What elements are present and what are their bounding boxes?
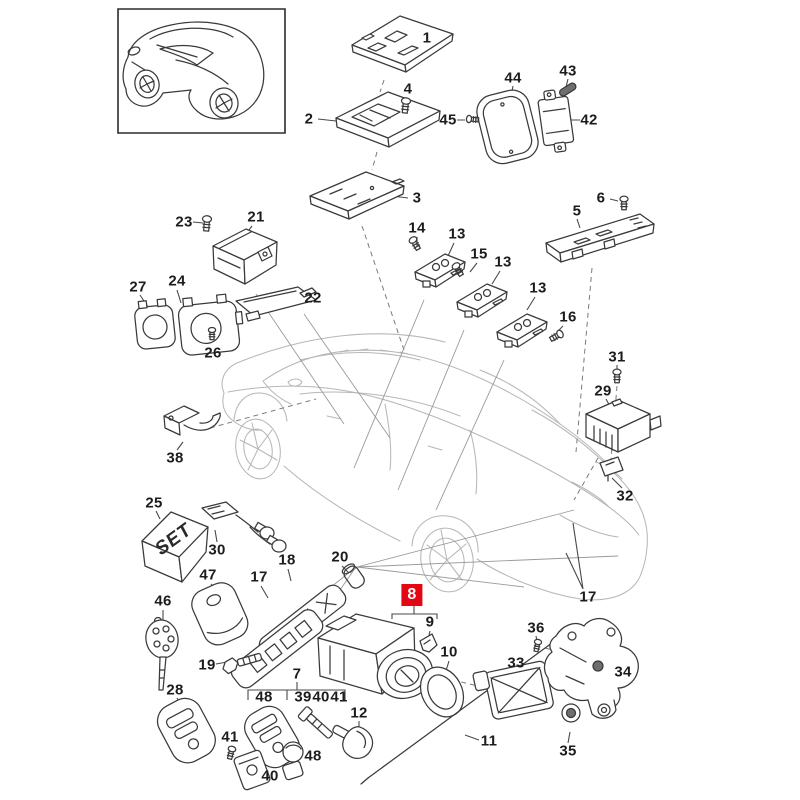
part-47-key-card [187, 578, 253, 650]
part-13-door-module [456, 283, 508, 318]
part-23-screw [201, 214, 213, 232]
part-14-screw [407, 234, 423, 252]
part-35-grommet [562, 704, 580, 722]
part-40-emergency-key [233, 749, 271, 791]
part-19-bolt [221, 650, 263, 674]
part-2-mounting-frame [336, 92, 440, 147]
part-42-module [537, 88, 575, 154]
car-thumbnail [123, 22, 264, 120]
part-39-40-41-pin [298, 706, 336, 742]
inset-box [118, 9, 285, 133]
part-3-bracket-plate [310, 172, 404, 219]
part-30-sensor-cable [202, 502, 286, 552]
part-13-door-module [496, 313, 548, 348]
part-32-clip [600, 457, 623, 481]
front-wheel [231, 416, 285, 483]
part-10-seal-ring [412, 660, 472, 725]
part-25-set-box [142, 512, 208, 582]
part-31-screw [612, 368, 622, 384]
part-44-cover [473, 87, 541, 168]
part-29-control-module [586, 399, 661, 452]
part-5-antenna-module [546, 214, 654, 262]
part-43-pin [558, 82, 577, 97]
part-36-screw [531, 638, 543, 653]
part-24-siren-cover [177, 293, 246, 356]
part-21-alarm-module [213, 229, 277, 284]
part-8-alarm-siren [318, 614, 439, 705]
car-sketch [222, 334, 647, 600]
part-1-roof-control-unit [352, 16, 453, 72]
part-33-radar-module [473, 658, 555, 722]
part-41-screw [225, 744, 237, 761]
part-22-bracket [236, 287, 316, 321]
part-9-clip [420, 634, 437, 652]
part-27-siren-cover [133, 298, 176, 350]
part-20-sensor-plug [340, 562, 366, 591]
part-12-lock-button [326, 716, 378, 763]
part-48-cap [282, 742, 304, 780]
part-46-key [143, 618, 181, 691]
part-6-screw [619, 195, 629, 211]
part-17-handle-trim [228, 606, 327, 691]
part-38-hood-switch [164, 406, 220, 435]
rear-wheel [416, 524, 478, 596]
part-28-remote-key [152, 692, 222, 768]
part-16-screw [548, 328, 566, 344]
part-34-mounting-bracket [545, 619, 639, 719]
